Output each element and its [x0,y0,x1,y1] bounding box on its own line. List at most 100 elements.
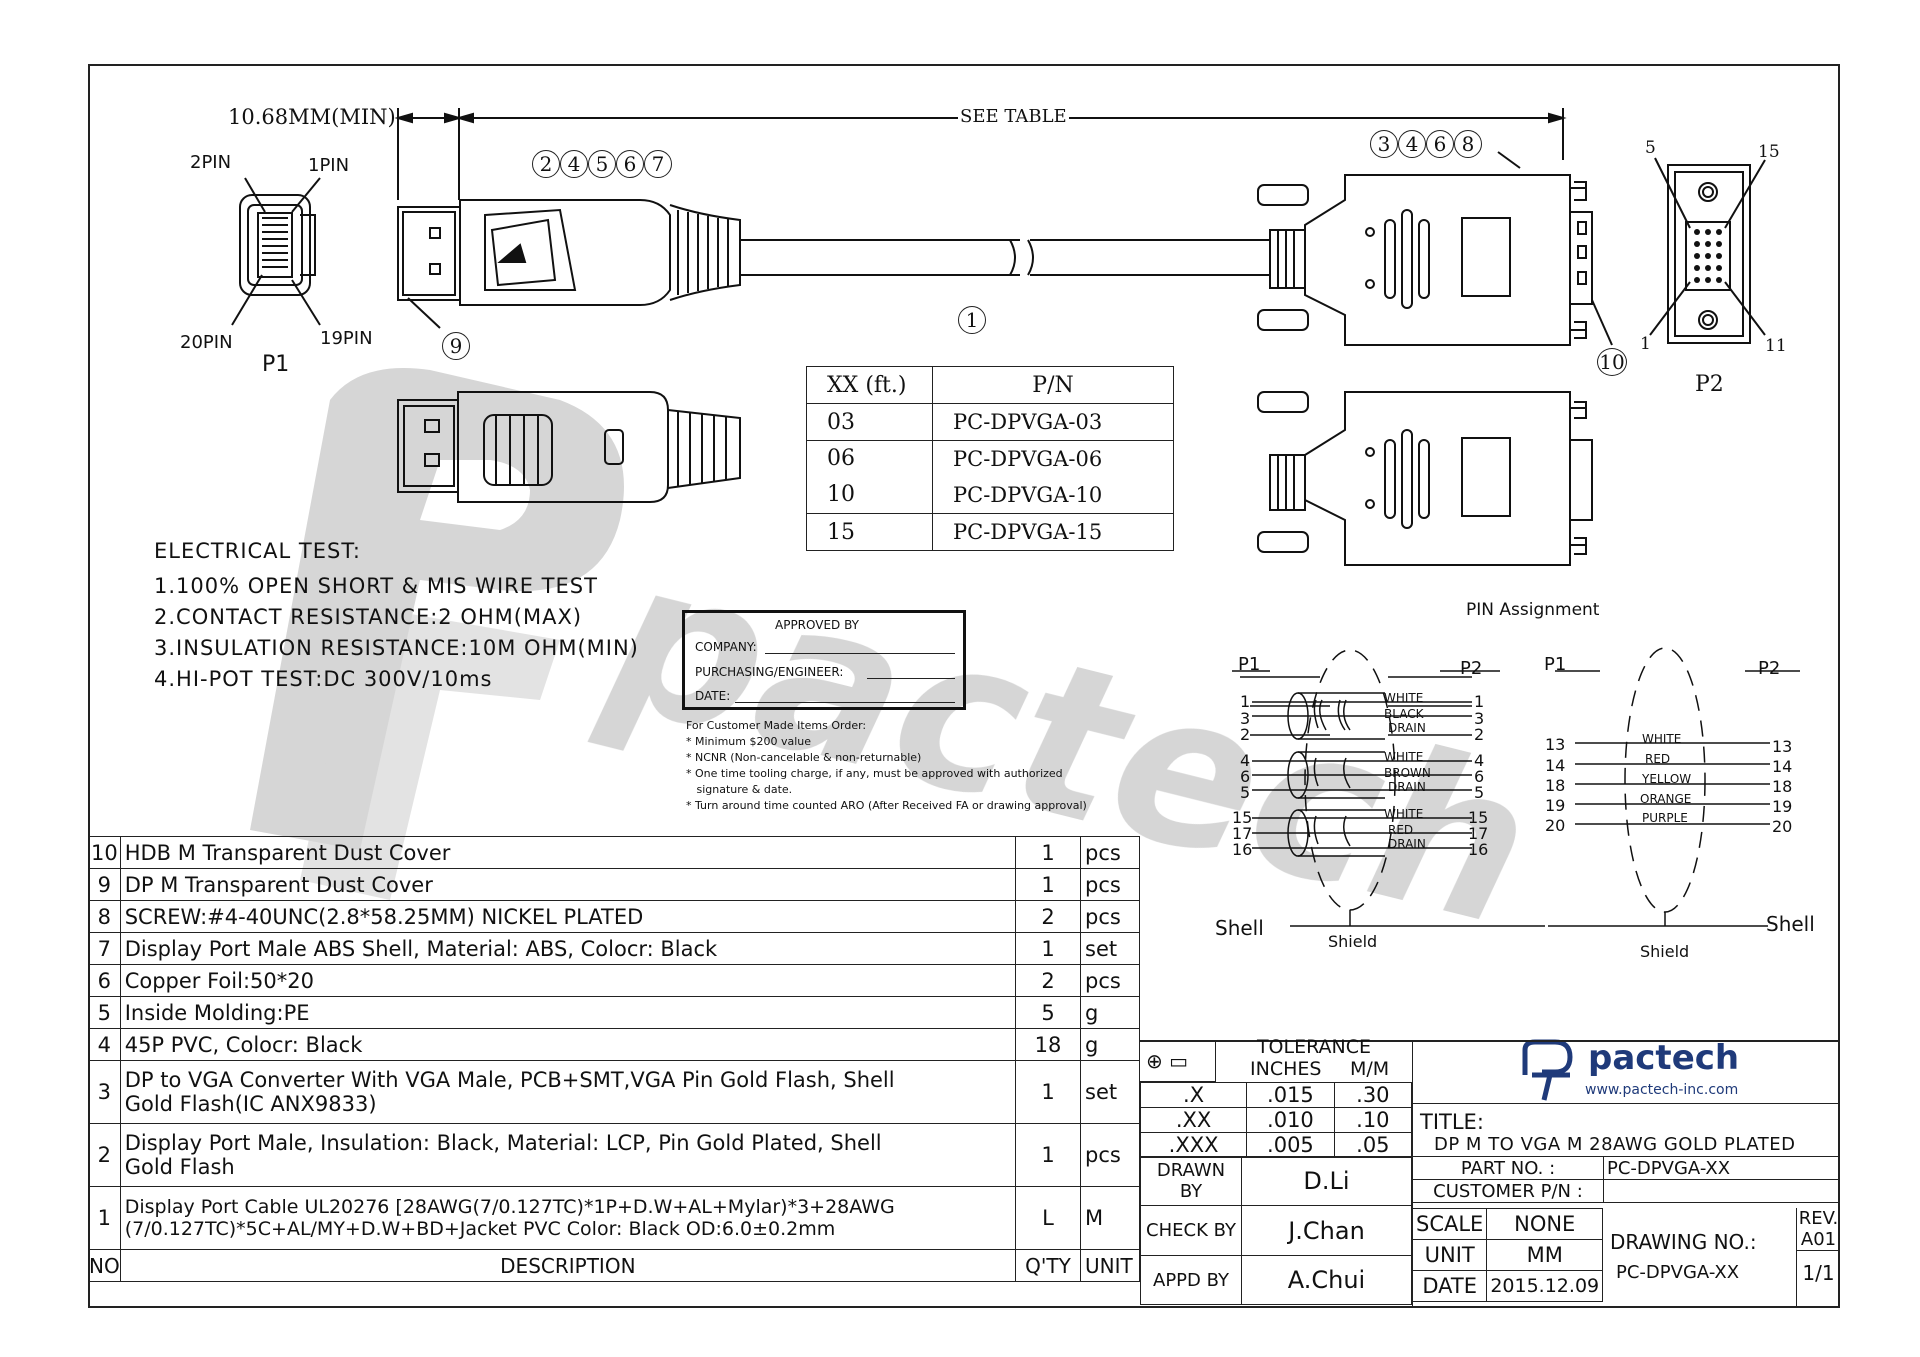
wire-color: BLACK [1384,707,1424,721]
bom-qty: 1 [1015,1060,1081,1124]
bom-unit: set [1080,1060,1140,1124]
bom-qty: 1 [1015,1123,1081,1187]
scale-label: SCALE [1411,1208,1488,1240]
pn-row: 15 PC-DPVGA-15 [806,513,1174,551]
pn-xx: 03 [806,403,933,441]
callout-2: 2 [532,150,560,178]
pin-left-r: 15 [1468,808,1489,827]
brand-website: www.pactech-inc.com [1585,1082,1739,1098]
wire-color: PURPLE [1642,811,1688,825]
brand-name: pactech [1588,1038,1740,1078]
callout-7: 7 [644,150,672,178]
approval-date: DATE: [695,689,731,703]
unit-label: UNIT [1411,1239,1488,1271]
tol-decimal: .XXX [1139,1132,1248,1158]
pn-header-pn: P/N [932,366,1174,404]
bom-qty: 1 [1015,836,1081,869]
bom-qty: 18 [1015,1028,1081,1061]
drawn-by-value: D.Li [1241,1156,1412,1206]
bom-qty: 2 [1015,900,1081,933]
approval-box: APPROVED BY COMPANY: PURCHASING/ENGINEER… [682,610,966,710]
part-info-table: PART NO. :PC-DPVGA-XX CUSTOMER P/N : [1412,1156,1840,1203]
callout-5: 5 [588,150,616,178]
bom-desc: DP M Transparent Dust Cover [119,868,1017,901]
tolerance-title: TOLERANCE [1256,1036,1372,1058]
tolerance-inches: INCHES [1250,1058,1322,1080]
pin-right-l: 20 [1545,816,1566,835]
pin-right-p2: P2 [1758,658,1781,679]
right-shell-label: Shell [1766,912,1815,936]
pn-xx: 10 [827,482,855,507]
pin-assignment-title: PIN Assignment [1466,600,1600,620]
callout-cable: 1 [958,306,986,334]
customer-pn-label: CUSTOMER P/N : [1412,1179,1604,1203]
title-value: DP M TO VGA M 28AWG GOLD PLATED [1434,1134,1796,1155]
bom-desc: Display Port Male, Insulation: Black, Ma… [124,1131,882,1155]
check-by-label: CHECK BY [1140,1205,1242,1256]
title-block [1140,1040,1840,1310]
bom-unit: g [1080,996,1140,1029]
date-signature-line[interactable] [735,702,955,703]
electrical-test-item: 1.100% OPEN SHORT & MIS WIRE TEST [154,574,598,598]
electrical-test-notes: ELECTRICAL TEST: 1.100% OPEN SHORT & MIS… [154,536,639,695]
date-label: DATE [1411,1270,1488,1302]
bom-desc: Inside Molding:PE [119,996,1017,1029]
company-signature-line[interactable] [765,653,955,654]
pin-left-l: 17 [1232,824,1253,843]
bom-unit: pcs [1080,836,1140,869]
bom-header-unit: UNIT [1080,1249,1140,1282]
callout-dust-cover-dp: 9 [442,332,470,360]
bom-qty: 2 [1015,964,1081,997]
title-rule [1412,1103,1840,1104]
part-no-row: PART NO. :PC-DPVGA-XX [1412,1156,1840,1180]
wire-color: RED [1645,752,1671,766]
pn-header-xx: XX (ft.) [806,366,933,404]
pin-left-r: 16 [1468,840,1489,859]
order-note: signature & date. [686,783,793,796]
projection-symbol-icon: ⊕ ▭ [1140,1040,1216,1082]
pin-right-r: 14 [1772,757,1793,776]
dim-see-table: SEE TABLE [958,106,1069,127]
pin-right-l: 18 [1545,776,1566,795]
p1-front-view [231,177,321,326]
pn-table-header: XX (ft.) P/N [806,366,1174,404]
bom-desc: Copper Foil:50*20 [119,964,1017,997]
bom-unit: M [1080,1186,1140,1250]
order-notes-title: For Customer Made Items Order: [686,719,867,732]
pin-left-l: 16 [1232,840,1253,859]
wire-color: YELLOW [1642,772,1692,786]
part-no-label: PART NO. : [1412,1156,1604,1180]
bom-desc: Display Port Cable UL20276 [28AWG(7/0.12… [124,1196,895,1218]
bom-desc-2: Gold Flash(IC ANX9833) [124,1092,377,1116]
p1-pin1-label: 1PIN [308,155,350,176]
bom-desc-cell: Display Port Male, Insulation: Black, Ma… [119,1123,1017,1187]
p2-face-view [1649,157,1766,344]
callout-6b: 6 [1426,130,1454,158]
pin-left-r: 5 [1474,783,1485,802]
bom-desc-2: (7/0.127TC)*5C+AL/MY+D.W+BD+Jacket PVC C… [124,1218,836,1240]
tol-inches: .005 [1246,1132,1335,1158]
pin-assignment-left-lines [1232,649,1545,927]
bom-no: 7 [88,932,121,965]
wire-color: WHITE [1384,691,1424,705]
bom-no: 5 [88,996,121,1029]
callout-3: 3 [1370,130,1398,158]
customer-pn-value[interactable] [1603,1179,1840,1203]
bom-qty: L [1015,1186,1081,1250]
wire-color: DRAIN [1388,837,1426,851]
purchasing-signature-line[interactable] [867,678,955,679]
